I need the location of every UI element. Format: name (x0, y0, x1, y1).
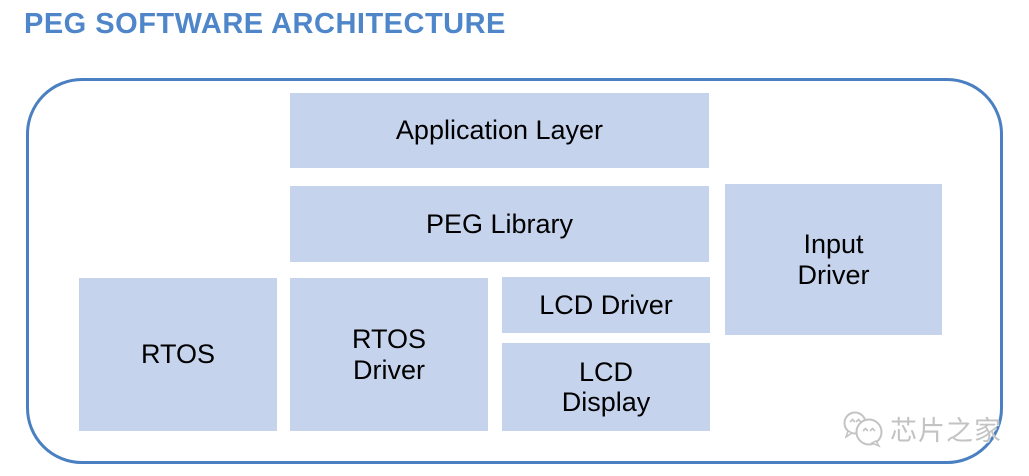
box-rtos-driver-label: RTOS Driver (351, 324, 427, 385)
architecture-boundary-outline (26, 78, 1003, 464)
box-rtos-driver: RTOS Driver (290, 278, 488, 431)
box-lcd-display: LCD Display (502, 343, 710, 431)
box-application-layer: Application Layer (290, 93, 709, 168)
box-input-driver-label: Input Driver (797, 229, 870, 290)
watermark: 芯片之家 (840, 409, 1002, 448)
box-lcd-driver-label: LCD Driver (539, 289, 673, 320)
watermark-text: 芯片之家 (890, 416, 1002, 446)
box-peg-library-label: PEG Library (425, 208, 574, 239)
box-rtos: RTOS (79, 278, 277, 431)
box-input-driver: Input Driver (725, 184, 942, 335)
box-lcd-display-label: LCD Display (561, 356, 651, 417)
box-peg-library: PEG Library (290, 186, 709, 262)
wechat-chat-bubbles-icon (840, 410, 886, 448)
box-application-layer-label: Application Layer (395, 115, 604, 146)
page-title: PEG SOFTWARE ARCHITECTURE (24, 8, 506, 40)
box-lcd-driver: LCD Driver (502, 277, 710, 333)
box-rtos-label: RTOS (140, 339, 216, 370)
